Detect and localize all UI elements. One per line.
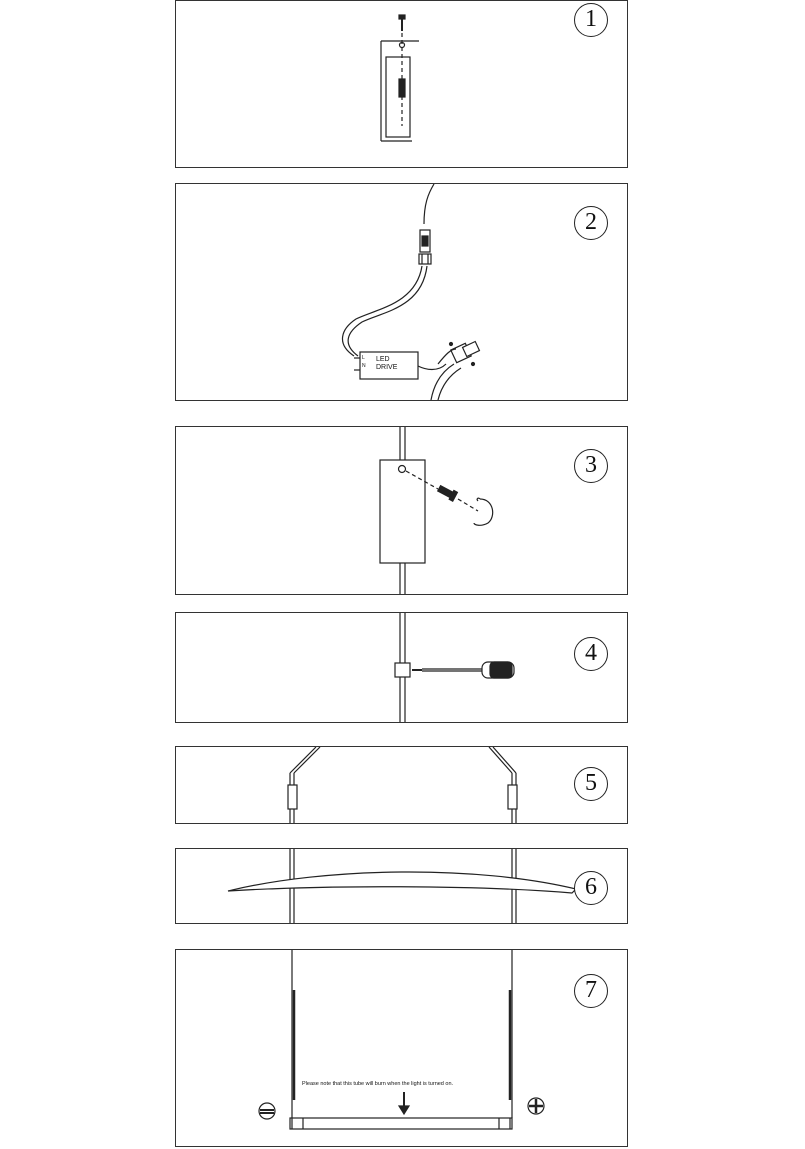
step-number-7: 7 [574,974,608,1008]
step-1-drawing [380,14,419,142]
circlip-icon [473,498,494,526]
step-number-3: 3 [574,449,608,483]
lamp-cable-b [437,367,462,400]
driver-cable-b [347,265,428,357]
driver-label-drive: DRIVE [376,364,398,371]
step-5-panel: 5 [175,746,628,824]
step-number-5: 5 [574,767,608,801]
right-gripper [507,784,518,810]
arrow-down-icon [397,1092,411,1116]
minus-icon [258,1102,276,1120]
step-6-drawing [227,849,578,923]
lamp-cable-a [430,363,455,400]
left-gripper [287,784,298,810]
screw-icon [398,14,406,31]
output-cable [417,363,447,371]
step-number-1: 1 [574,3,608,37]
step-3-panel: 3 [175,426,628,595]
led-tube [289,1117,513,1130]
connector-icon [418,229,432,265]
shade-disc [227,871,578,894]
heat-warning-note: Please note that this tube will burn whe… [302,1081,454,1087]
wall-anchor-icon [398,41,406,98]
step-4-drawing [394,613,515,722]
step-1-panel: 1 [175,0,628,168]
driver-label-led: LED [376,356,390,363]
canopy-body [385,56,411,138]
step-6-panel: 6 [175,848,628,924]
step-number-2: 2 [574,206,608,240]
step-number-6: 6 [574,871,608,905]
screwdriver-icon [412,661,515,679]
screw-path [405,470,439,490]
cable-gripper [394,662,411,678]
supply-cable [423,184,435,225]
step-7-drawing [258,950,545,1130]
screw-icon [436,484,459,502]
left-cable-top [289,747,317,774]
led-driver-icon [359,351,419,380]
canopy-box [379,459,426,564]
step-7-panel: Please note that this tube will burn whe… [175,949,628,1147]
canopy-hole [397,464,407,474]
right-cable-top [488,747,513,774]
step-2-drawing [342,184,481,400]
quick-connector-icon [437,340,481,367]
step-4-panel: 4 [175,612,628,723]
driver-terminal-l: L [362,355,365,361]
driver-cable-a [342,265,423,357]
step-3-drawing [379,427,494,594]
plus-icon [527,1097,545,1115]
step-number-4: 4 [574,637,608,671]
driver-terminal-n: N [362,363,366,369]
step-5-drawing [287,747,518,823]
step-2-panel: L N LED DRIVE 2 [175,183,628,401]
